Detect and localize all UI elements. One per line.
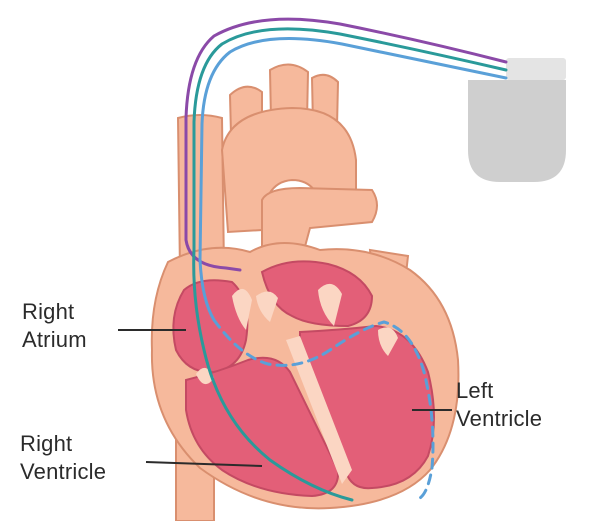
label-right-atrium-line2: Atrium [22,326,87,354]
label-right-atrium-line1: Right [22,298,87,326]
label-left-ventricle: Left Ventricle [456,377,542,433]
label-left-ventricle-line2: Ventricle [456,405,542,433]
label-right-ventricle-line2: Ventricle [20,458,106,486]
pacemaker-device [468,58,566,182]
pacemaker-header [506,58,566,80]
label-right-atrium: Right Atrium [22,298,87,354]
label-right-ventricle-line1: Right [20,430,106,458]
pacemaker-body [468,80,566,182]
label-right-ventricle: Right Ventricle [20,430,106,486]
label-left-ventricle-line1: Left [456,377,542,405]
